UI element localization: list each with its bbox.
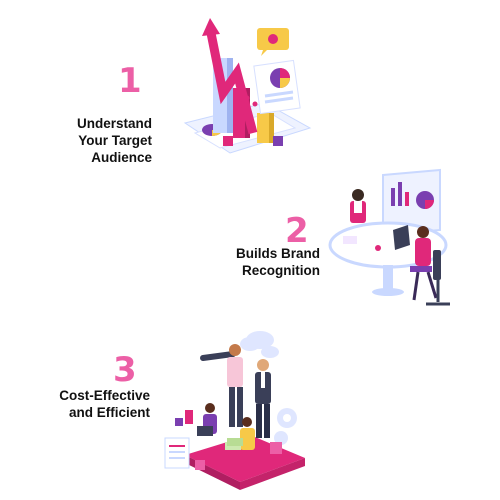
step-label-line: Understand (76, 116, 152, 131)
step-number: 2 (285, 211, 309, 251)
step-label-line: Cost-Effective (59, 388, 150, 403)
step-2: 2 Builds Brand Recognition (0, 168, 500, 330)
step-1: 1 Understand Your Target Audience (0, 0, 500, 170)
step-number: 3 (113, 350, 137, 390)
step-label: Builds Brand Recognition (200, 245, 320, 279)
step-label-line: Recognition (242, 263, 320, 278)
step-label: Understand Your Target Audience (40, 115, 152, 166)
step-label-line: Your Target (78, 133, 152, 148)
step-3: 3 Cost-Effective and Efficient (0, 330, 500, 500)
step-label-line: and Efficient (68, 405, 150, 420)
step-label: Cost-Effective and Efficient (30, 387, 150, 421)
step-label-line: Builds Brand (235, 246, 320, 261)
analytics-charts-illustration (175, 18, 315, 168)
office-meeting-illustration (328, 168, 478, 320)
step-label-line: Audience (91, 150, 152, 165)
step-number: 1 (118, 61, 142, 101)
team-with-telescope-illustration (155, 330, 315, 495)
